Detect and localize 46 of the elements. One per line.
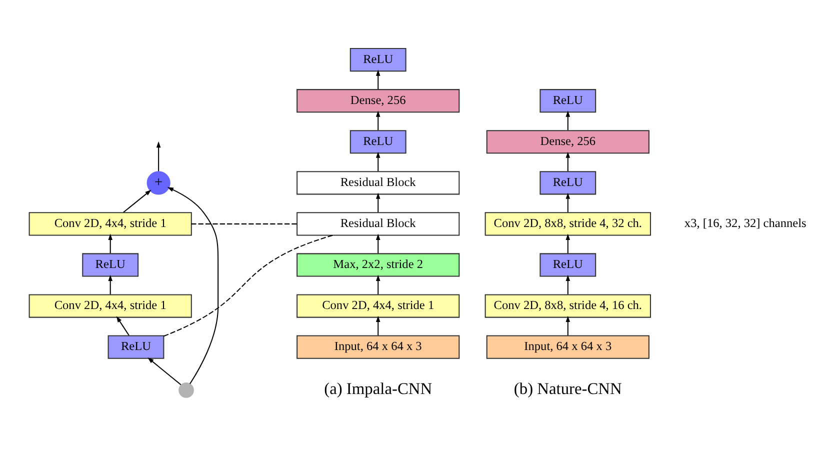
arrow xyxy=(376,192,380,212)
label: x3, [16, 32, 32] channels xyxy=(684,216,806,230)
node-box: ReLU xyxy=(350,48,406,72)
arrow xyxy=(376,233,380,253)
node-box: Conv 2D, 4x4, stride 1 xyxy=(28,212,192,236)
arrow xyxy=(148,357,182,385)
node-box: Conv 2D, 4x4, stride 1 xyxy=(28,294,192,318)
arrow xyxy=(566,233,570,253)
arrow xyxy=(376,151,380,171)
arrow xyxy=(108,233,112,253)
node-box: ReLU xyxy=(82,252,139,276)
node-circle: + xyxy=(146,170,170,194)
node-box: ReLU xyxy=(540,252,596,276)
node-box: ReLU xyxy=(350,130,406,154)
arrow xyxy=(116,316,130,336)
node-box: Residual Block xyxy=(296,170,460,194)
node-box: Max, 2x2, stride 2 xyxy=(296,252,460,276)
node-box: ReLU xyxy=(108,334,164,358)
arrow xyxy=(376,110,380,130)
node-box: Conv 2D, 8x8, stride 4, 32 ch. xyxy=(484,212,651,236)
arrow xyxy=(108,274,112,294)
arrow xyxy=(167,186,219,384)
node-box: ReLU xyxy=(540,170,596,194)
arrow xyxy=(376,69,380,89)
node-box: Conv 2D, 8x8, stride 4, 16 ch. xyxy=(484,294,651,318)
node-box: Dense, 256 xyxy=(486,130,650,154)
node-box: Dense, 256 xyxy=(296,88,460,112)
node-box: Input, 64 x 64 x 3 xyxy=(486,334,650,358)
node-box: ReLU xyxy=(540,88,596,112)
arrow xyxy=(376,315,380,335)
arrow xyxy=(566,192,570,212)
node-circle xyxy=(178,382,194,398)
node-box: Input, 64 x 64 x 3 xyxy=(296,334,460,358)
node-box: Residual Block xyxy=(296,212,460,236)
arrow xyxy=(376,274,380,294)
arrow xyxy=(566,315,570,335)
arrow xyxy=(566,274,570,294)
arrow xyxy=(156,140,161,171)
connector xyxy=(164,234,333,336)
label: (a) Impala-CNN xyxy=(324,378,432,398)
connector xyxy=(191,222,297,224)
arrow xyxy=(566,151,570,171)
label: (b) Nature-CNN xyxy=(514,378,622,398)
arrow xyxy=(566,110,570,130)
arrow xyxy=(123,189,152,212)
node-box: Conv 2D, 4x4, stride 1 xyxy=(296,294,460,318)
